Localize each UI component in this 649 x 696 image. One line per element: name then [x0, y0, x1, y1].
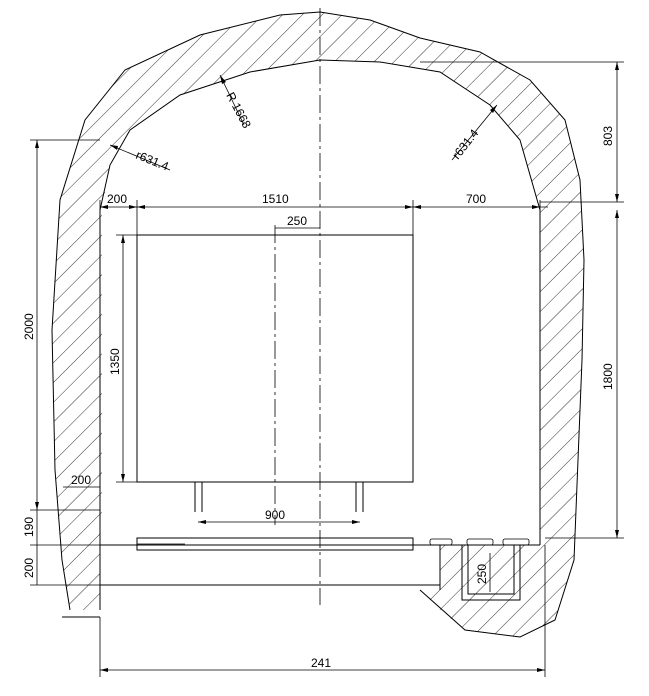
support-legs: [194, 482, 364, 512]
dim-right-clearance: 700: [466, 192, 486, 206]
dim-trench-depth: 250: [475, 564, 489, 584]
dim-arch-radius: R 1668: [223, 90, 254, 131]
dim-left-clearance: 200: [107, 192, 127, 206]
dim-foundation-height: 200: [22, 558, 36, 578]
dimension-lines: [30, 61, 624, 677]
dim-body-height: 1350: [108, 348, 122, 375]
dim-corner-radius-right: r631.4: [449, 126, 481, 162]
dim-corner-radius-left: r631.4: [134, 148, 171, 174]
cable-trench: [429, 538, 530, 601]
dim-offset: 250: [287, 214, 307, 228]
dim-crown-height: 803: [601, 126, 615, 146]
dim-overall-width: 241: [311, 656, 331, 670]
dimension-arrows: [35, 62, 619, 672]
dim-wall-thickness: 200: [71, 473, 91, 487]
dim-support-spacing: 900: [265, 508, 285, 522]
dim-base-height: 190: [22, 517, 36, 537]
dim-body-width: 1510: [262, 192, 289, 206]
equipment-body: [136, 234, 414, 483]
dim-total-height-left: 2000: [22, 313, 36, 340]
dim-right-wall-height: 1800: [601, 363, 615, 390]
